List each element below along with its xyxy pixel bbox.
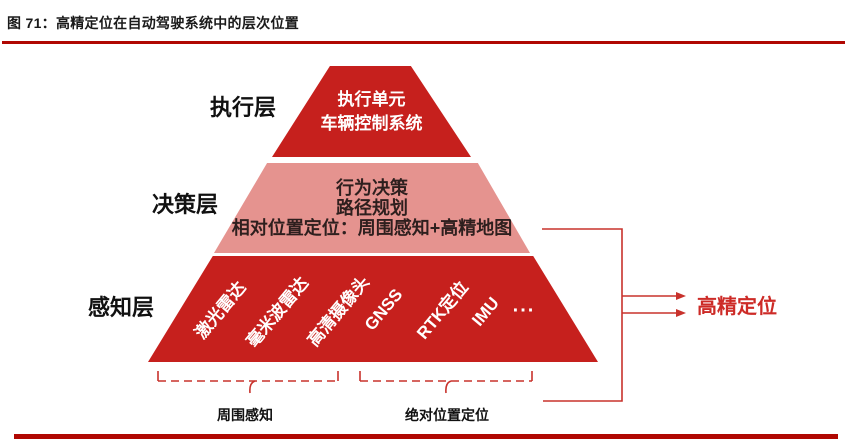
layer-label-perception: 感知层 xyxy=(87,295,155,320)
decision-layer-line2: 路径规划 xyxy=(336,198,408,218)
decision-layer-shape: 行为决策 路径规划 相对位置定位：周围感知+高精地图 xyxy=(214,163,530,253)
brace-label-absolute-positioning: 绝对位置定位 xyxy=(405,407,489,423)
title-underline xyxy=(2,41,845,44)
footer-rule xyxy=(14,434,838,439)
execution-layer-line2: 车辆控制系统 xyxy=(320,113,423,133)
arrowhead-bottom-icon xyxy=(676,309,686,317)
perception-layer-shape: 激光雷达 毫米波雷达 高清摄像头 GNSS RTK定位 IMU ... xyxy=(148,256,598,362)
sensor-hd-camera: 高清摄像头 xyxy=(303,272,374,350)
surround-perception-brace xyxy=(157,371,339,394)
sensor-mmwave-radar: 毫米波雷达 xyxy=(242,273,313,351)
sensor-imu: IMU xyxy=(468,293,503,330)
execution-layer-line1: 执行单元 xyxy=(337,89,406,109)
brace-center-pointer xyxy=(249,380,256,394)
layer-label-execution: 执行层 xyxy=(209,95,277,120)
arrowhead-top-icon xyxy=(676,292,686,300)
brace-center-pointer xyxy=(445,380,452,394)
layer-label-decision: 决策层 xyxy=(151,192,219,217)
hd-positioning-callout: 高精定位 xyxy=(697,296,777,318)
execution-layer-shape: 执行单元 车辆控制系统 xyxy=(272,66,471,157)
absolute-position-brace xyxy=(359,371,533,394)
sensor-ellipsis: ... xyxy=(512,294,536,317)
brace-label-surround-perception: 周围感知 xyxy=(217,407,273,423)
decision-layer-line3: 相对位置定位：周围感知+高精地图 xyxy=(231,218,513,238)
figure-title: 图 71：高精定位在自动驾驶系统中的层次位置 xyxy=(7,15,300,31)
decision-layer-line1: 行为决策 xyxy=(336,178,408,198)
sensor-rtk: RTK定位 xyxy=(413,277,472,343)
